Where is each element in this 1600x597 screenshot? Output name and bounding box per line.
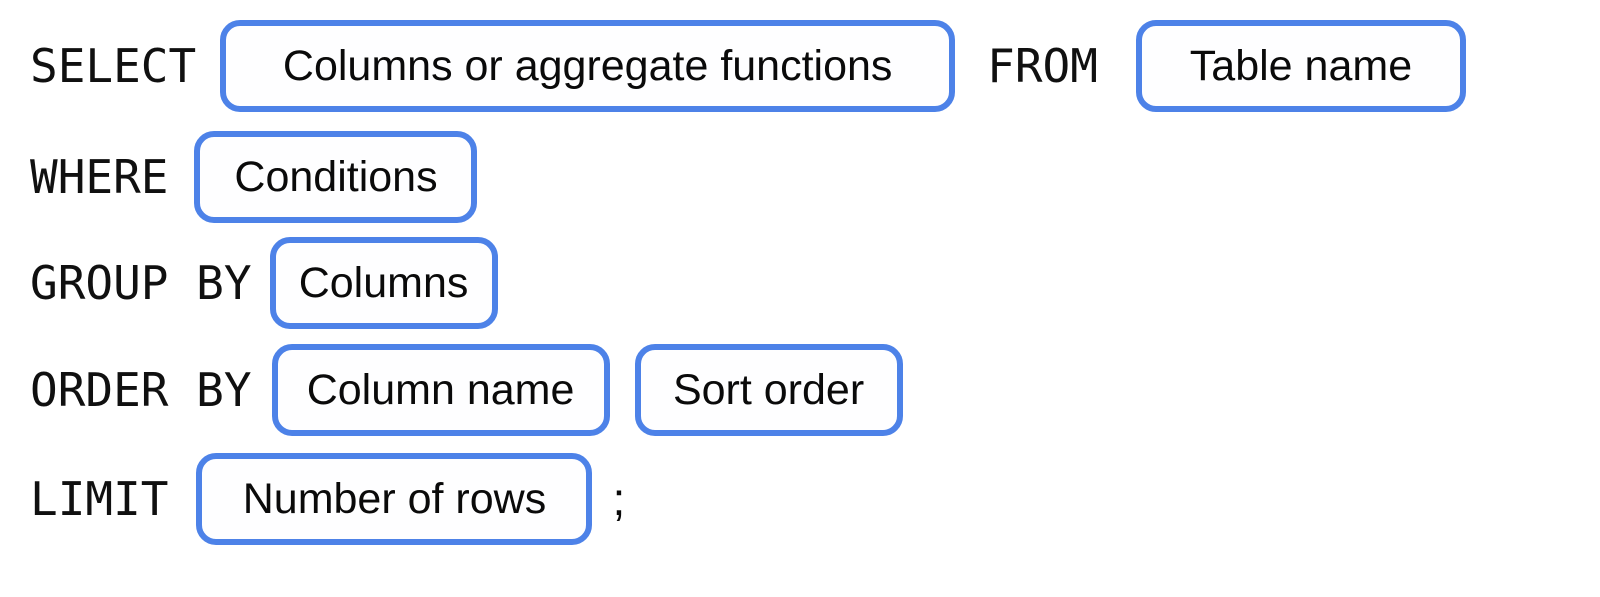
slot-order-by-column-name[interactable]: Column name <box>271 344 610 436</box>
keyword-order-by: ORDER BY <box>30 363 252 417</box>
slot-order-by-sort-order-label: Sort order <box>672 365 865 414</box>
clause-row-group-by: GROUP BY Columns <box>30 237 1600 329</box>
slot-limit-number-of-rows-label: Number of rows <box>242 474 547 523</box>
slot-order-by-sort-order[interactable]: Sort order <box>634 344 903 436</box>
clause-row-select: SELECT Columns or aggregate functions FR… <box>30 20 1600 112</box>
slot-order-by-column-name-label: Column name <box>306 365 575 414</box>
keyword-limit: LIMIT <box>30 472 169 526</box>
slot-from-table-name-label: Table name <box>1189 41 1413 90</box>
clause-row-where: WHERE Conditions <box>30 131 1600 223</box>
keyword-where: WHERE <box>30 150 169 204</box>
slot-where-conditions[interactable]: Conditions <box>194 131 478 223</box>
slot-group-by-columns-label: Columns <box>298 258 469 307</box>
keyword-from: FROM <box>987 39 1098 93</box>
slot-select-columns[interactable]: Columns or aggregate functions <box>220 20 956 112</box>
slot-limit-number-of-rows[interactable]: Number of rows <box>196 453 593 545</box>
statement-terminator-semicolon: ; <box>612 473 626 525</box>
slot-where-conditions-label: Conditions <box>234 152 438 201</box>
keyword-select: SELECT <box>30 39 197 93</box>
keyword-group-by: GROUP BY <box>30 256 252 310</box>
slot-group-by-columns[interactable]: Columns <box>269 237 498 329</box>
clause-row-order-by: ORDER BY Column name Sort order <box>30 344 1600 436</box>
slot-from-table-name[interactable]: Table name <box>1135 20 1466 112</box>
slot-select-columns-label: Columns or aggregate functions <box>282 41 893 90</box>
clause-row-limit: LIMIT Number of rows ; <box>30 453 1600 545</box>
